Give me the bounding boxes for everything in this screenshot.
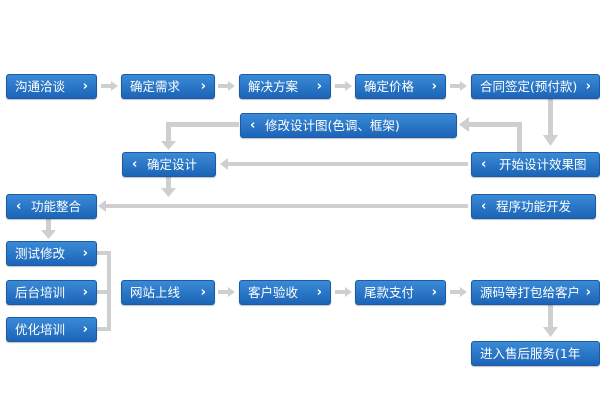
- node-deliver-source-label: 源码等打包给客户: [480, 285, 581, 300]
- chevron-right-icon: ›: [82, 322, 88, 337]
- node-confirm-requirements-label: 确定需求: [130, 79, 181, 94]
- node-final-payment[interactable]: 尾款支付 ›: [355, 280, 446, 305]
- arrow-n1-n2: [101, 81, 118, 91]
- node-testing[interactable]: 测试修改 ›: [6, 241, 97, 266]
- node-launch-label: 网站上线: [130, 285, 181, 300]
- arrow-n4-n5: [450, 81, 467, 91]
- node-start-design-label: 开始设计效果图: [499, 157, 587, 172]
- arrow-n10-n9: [98, 200, 468, 212]
- node-confirm-price[interactable]: 确定价格 ›: [355, 74, 446, 99]
- arrow-n15-n16: [335, 287, 352, 297]
- arrow-n8-n6: [459, 117, 522, 152]
- node-revise-design[interactable]: ‹ 修改设计图(色调、框架): [240, 113, 457, 138]
- chevron-left-icon: ‹: [481, 199, 487, 214]
- chevron-right-icon: ›: [200, 79, 206, 94]
- node-backend-training-label: 后台培训: [15, 285, 66, 300]
- node-solution-label: 解决方案: [248, 79, 299, 94]
- chevron-right-icon: ›: [316, 285, 322, 300]
- node-launch[interactable]: 网站上线 ›: [121, 280, 215, 305]
- node-revise-design-label: 修改设计图(色调、框架): [265, 118, 400, 133]
- arrow-n14-n15: [218, 287, 235, 297]
- node-confirm-design[interactable]: ‹ 确定设计: [122, 152, 216, 177]
- chevron-right-icon: ›: [200, 285, 206, 300]
- arrow-n6-n7: [161, 122, 239, 150]
- node-testing-label: 测试修改: [15, 246, 66, 261]
- chevron-right-icon: ›: [82, 79, 88, 94]
- node-contract[interactable]: 合同签定(预付款) ›: [471, 74, 600, 99]
- node-optimization-training[interactable]: 优化培训 ›: [6, 317, 97, 342]
- chevron-left-icon: ‹: [16, 199, 22, 214]
- arrow-n9-n11: [41, 219, 56, 239]
- node-communication-label: 沟通洽谈: [15, 79, 66, 94]
- node-deliver-source[interactable]: 源码等打包给客户 ›: [471, 280, 600, 305]
- node-final-payment-label: 尾款支付: [364, 285, 415, 300]
- node-acceptance[interactable]: 客户验收 ›: [239, 280, 331, 305]
- node-acceptance-label: 客户验收: [248, 285, 299, 300]
- chevron-right-icon: ›: [82, 285, 88, 300]
- node-development-label: 程序功能开发: [496, 199, 572, 214]
- node-start-design[interactable]: ‹ 开始设计效果图: [471, 152, 600, 177]
- node-after-sales-label: 进入售后服务(1年: [480, 346, 581, 361]
- node-backend-training[interactable]: 后台培训 ›: [6, 280, 97, 305]
- arrow-n5-n8: [543, 99, 558, 146]
- node-confirm-design-label: 确定设计: [147, 157, 198, 172]
- bracket-n11-n13: [97, 251, 111, 331]
- node-confirm-requirements[interactable]: 确定需求 ›: [121, 74, 215, 99]
- node-solution[interactable]: 解决方案 ›: [239, 74, 331, 99]
- arrow-n8-n7: [220, 158, 468, 170]
- node-confirm-price-label: 确定价格: [364, 79, 415, 94]
- chevron-left-icon: ‹: [250, 118, 256, 133]
- chevron-left-icon: ‹: [132, 157, 138, 172]
- node-communication[interactable]: 沟通洽谈 ›: [6, 74, 97, 99]
- node-after-sales[interactable]: 进入售后服务(1年: [471, 341, 600, 366]
- arrow-n3-n4: [335, 81, 352, 91]
- node-integration-label: 功能整合: [31, 199, 82, 214]
- node-optimization-training-label: 优化培训: [15, 322, 66, 337]
- node-contract-label: 合同签定(预付款): [480, 79, 578, 94]
- node-integration[interactable]: ‹ 功能整合: [6, 194, 97, 219]
- arrow-n17-n18: [543, 305, 558, 337]
- chevron-right-icon: ›: [82, 246, 88, 261]
- arrow-n2-n3: [218, 81, 235, 91]
- chevron-right-icon: ›: [316, 79, 322, 94]
- chevron-right-icon: ›: [585, 285, 591, 300]
- chevron-left-icon: ‹: [481, 157, 487, 172]
- arrow-n16-n17: [450, 287, 467, 297]
- chevron-right-icon: ›: [431, 79, 437, 94]
- chevron-right-icon: ›: [585, 79, 591, 94]
- chevron-right-icon: ›: [431, 285, 437, 300]
- node-development[interactable]: ‹ 程序功能开发: [471, 194, 596, 219]
- arrow-n7-down: [161, 177, 176, 197]
